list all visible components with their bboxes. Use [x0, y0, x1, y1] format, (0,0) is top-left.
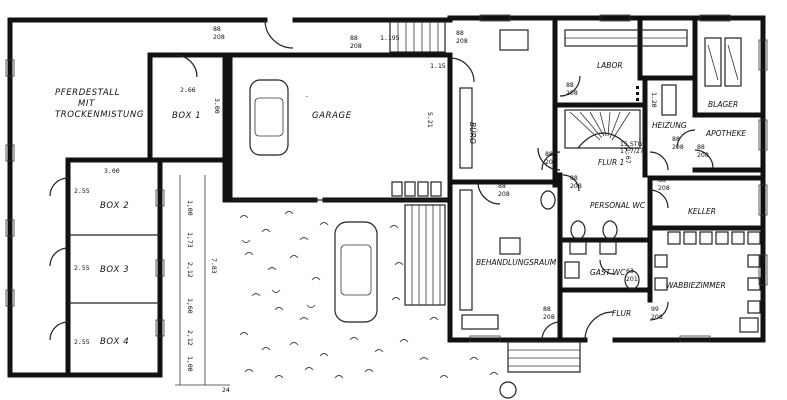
door-bottom-8: 208: [498, 191, 510, 198]
door-bottom-1: 208: [213, 34, 225, 41]
dim-stack-6: 1,00: [186, 356, 194, 372]
dimension-labels: 2.66 3.00 3.00 2.55 2.55 2.55 1.195 1.15…: [74, 34, 658, 394]
door-top-2: 88: [350, 35, 358, 42]
door-top-13: 99: [651, 306, 659, 313]
label-labor: LABOR: [597, 61, 623, 70]
label-flur1: FLUR 1: [598, 158, 624, 167]
dim-garage-top-small: 1.15: [430, 62, 446, 70]
top-stair: [389, 21, 446, 53]
dim-box2-depth: 2.55: [74, 187, 90, 195]
door-bottom-3: 208: [456, 38, 468, 45]
dim-garage-top: 1.195: [380, 34, 400, 42]
side-steps: [404, 204, 446, 306]
door-bottom-5: 208: [545, 159, 557, 166]
label-keller: KELLER: [688, 207, 716, 216]
courtyard: [175, 175, 499, 386]
dim-bottom-edge: 24: [222, 386, 230, 394]
label-stair-note-2: 17,7/27: [620, 148, 644, 155]
label-flur: FLUR: [612, 309, 631, 318]
door-bottom-13: 208: [651, 314, 663, 321]
dim-garage-depth: 5.21: [426, 112, 434, 128]
dim-stack-4: 1,60: [186, 298, 194, 314]
label-stair-note-1: 15 STG: [620, 141, 643, 148]
door-bottom-9: 208: [570, 183, 582, 190]
label-garage: GARAGE: [312, 111, 352, 121]
entrance-stair: [507, 341, 581, 373]
door-top-5: 88: [545, 151, 553, 158]
door-top-11: 63: [626, 268, 634, 275]
label-box1: BOX 1: [172, 111, 201, 121]
garage-interior: [227, 21, 453, 201]
dim-stack-1: 1,00: [186, 200, 194, 216]
door-top-9: 88: [570, 175, 578, 182]
door-bottom-2: 208: [350, 43, 362, 50]
label-box3: BOX 3: [100, 265, 129, 275]
door-top-12: 88: [543, 306, 551, 313]
dim-box1-depth: 3.00: [213, 98, 221, 114]
dim-flur1: 1.67: [624, 148, 632, 164]
dim-stack-2: 1,73: [186, 232, 194, 248]
door-bottom-7: 208: [697, 152, 709, 159]
label-pferdestall-3: TROCKENMISTUNG: [55, 110, 144, 120]
label-apotheke: APOTHEKE: [705, 129, 746, 138]
label-pferdestall-2: MIT: [78, 99, 95, 109]
door-top-1: 88: [213, 26, 221, 33]
door-top-4: 88: [566, 82, 574, 89]
label-wartezimmer: WABBIEZIMMER: [666, 281, 726, 290]
door-bottom-11: 201: [626, 276, 638, 283]
dim-box3-depth: 2.55: [74, 264, 90, 272]
label-personal-wc: PERSONAL WC: [590, 201, 646, 210]
dim-heizung: 1.20: [650, 92, 658, 108]
door-labels: 88 208 88 208 88 208 88 208 88 208 88 20…: [213, 26, 709, 321]
stable-interior: [5, 19, 294, 378]
label-box4: BOX 4: [100, 337, 129, 347]
door-bottom-10: 208: [658, 185, 670, 192]
label-gast-wc: GAST WC: [590, 268, 626, 277]
label-box2: BOX 2: [100, 201, 129, 211]
dim-bottom-tick: -: [305, 92, 309, 100]
house-interior: [447, 14, 768, 399]
door-top-6: 88: [672, 136, 680, 143]
door-top-3: 88: [456, 30, 464, 37]
door-top-10: 88: [658, 177, 666, 184]
dim-total: 7.83: [210, 258, 218, 274]
dim-box2-width: 3.00: [104, 167, 120, 175]
label-behandlungsraum: BEHANDLUNGSRAUM: [476, 258, 557, 267]
dim-stack-3: 2,12: [186, 262, 194, 278]
door-bottom-6: 208: [672, 144, 684, 151]
dim-box1-width: 2.66: [180, 86, 196, 94]
door-top-7: 88: [697, 144, 705, 151]
cobblestones: [239, 211, 499, 379]
dim-box4-depth: 2.55: [74, 338, 90, 346]
room-labels: PFERDESTALL MIT TROCKENMISTUNG BOX 1 BOX…: [55, 61, 746, 347]
label-lager: BLAGER: [708, 100, 738, 109]
dim-stack-5: 2,12: [186, 330, 194, 346]
spiral-stair: [564, 109, 641, 149]
door-top-8: 88: [498, 183, 506, 190]
door-bottom-4: 208: [566, 90, 578, 97]
label-buero: BÜRO: [468, 122, 477, 144]
door-bottom-12: 208: [543, 314, 555, 321]
label-pferdestall-1: PFERDESTALL: [55, 88, 120, 98]
label-heizung: HEIZUNG: [652, 121, 687, 130]
